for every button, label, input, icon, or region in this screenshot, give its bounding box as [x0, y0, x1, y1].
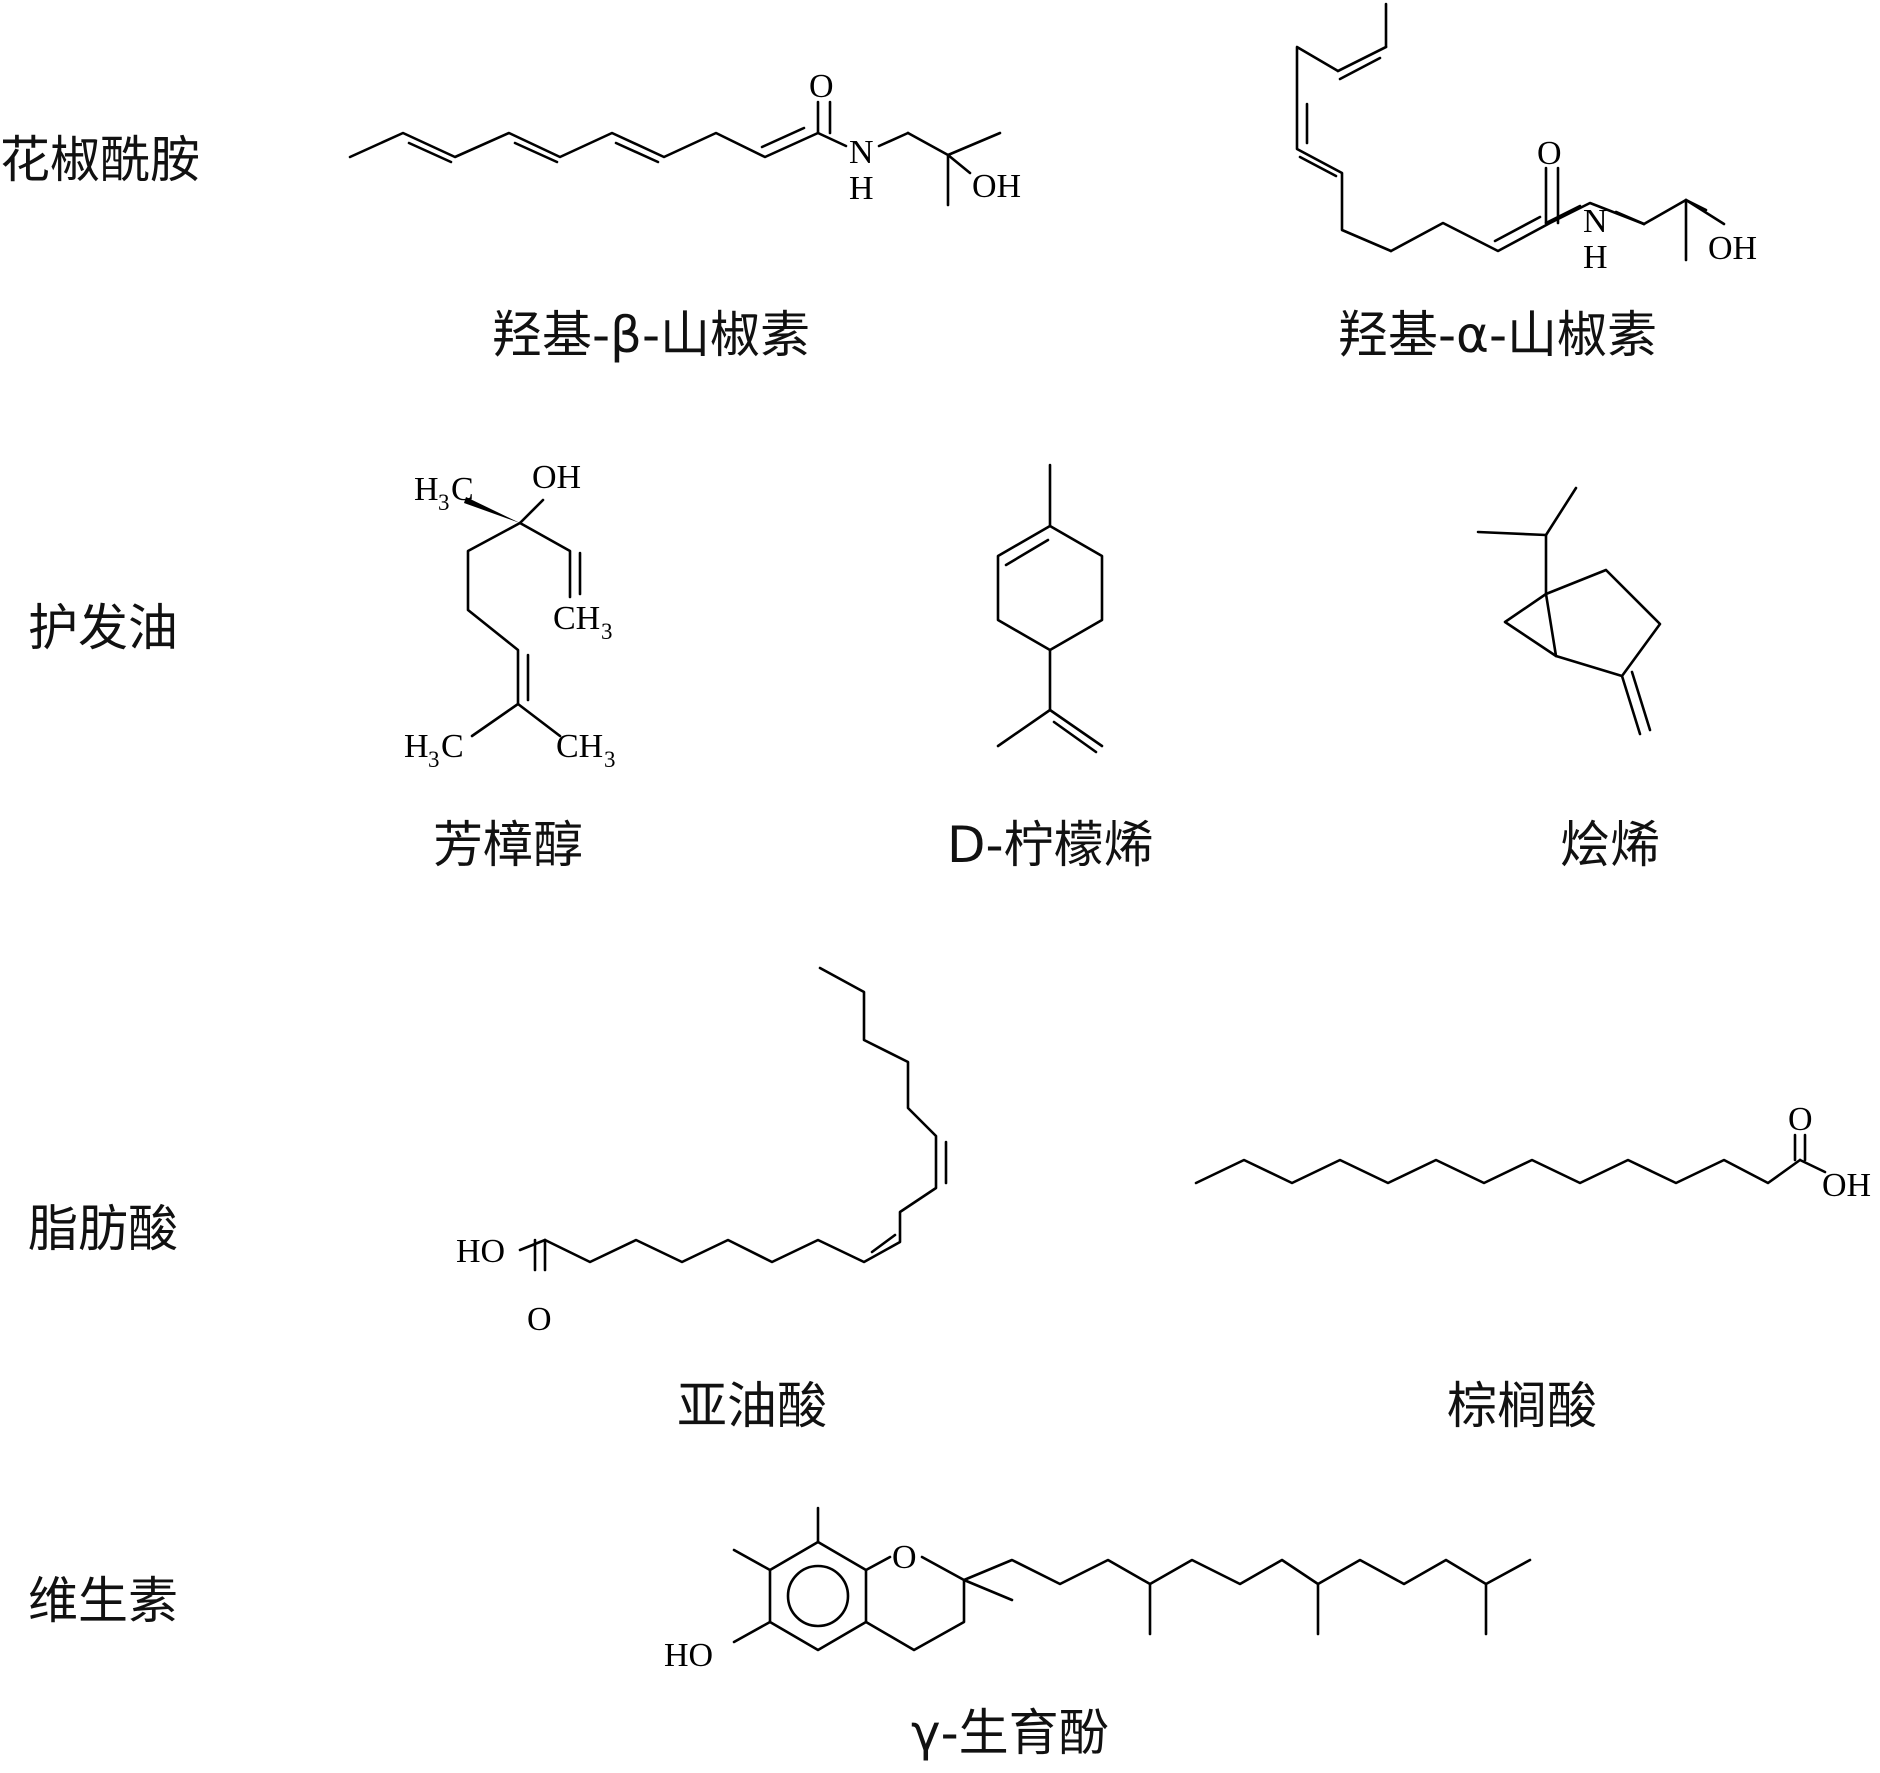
structure-hydroxy-alpha-sanshool: O N H OH [1295, 2, 1757, 276]
atom-CH3: CH [556, 728, 603, 765]
atom-H: H [849, 170, 874, 207]
atom-OH: OH [1822, 1167, 1871, 1204]
compound-name-sabinene: 烩烯 [1560, 816, 1660, 874]
atom-CH3-subscript: 3 [604, 747, 616, 772]
atom-H3C-subscript: 3 [438, 490, 450, 515]
atom-O: O [1788, 1101, 1813, 1138]
atom-H: H [1583, 239, 1608, 276]
structure-linalool: H 3 C OH CH 3 H 3 C CH 3 [404, 459, 616, 772]
atom-CH3: CH [553, 600, 600, 637]
structure-sabinene [1476, 486, 1662, 736]
atom-O: O [809, 68, 834, 105]
category-label-huajiao: 花椒酰胺 [0, 131, 200, 189]
atom-OH: OH [532, 459, 581, 496]
atom-HO: HO [456, 1233, 505, 1270]
compound-name-palmitic-acid: 棕榈酸 [1447, 1377, 1597, 1435]
compound-name-hydroxy-beta-sanshool: 羟基-β-山椒素 [492, 306, 810, 364]
structure-d-limonene [996, 463, 1104, 754]
compound-name-d-limonene: D-柠檬烯 [947, 816, 1154, 874]
atom-O: O [527, 1301, 552, 1338]
atom-H3C-subscript: 3 [428, 747, 440, 772]
compound-name-linalool: 芳樟醇 [433, 816, 583, 874]
atom-H3C: H [414, 471, 439, 508]
category-label-zhifang: 脂肪酸 [28, 1200, 178, 1258]
atom-H3C: H [404, 728, 429, 765]
compound-name-linoleic-acid: 亚油酸 [677, 1377, 827, 1435]
atom-O: O [1537, 135, 1562, 172]
atom-H3C-tail: C [441, 728, 464, 765]
structure-linoleic-acid: HO O [456, 966, 948, 1338]
category-label-hufa: 护发油 [28, 599, 178, 657]
atom-N: N [849, 134, 874, 171]
structure-gamma-tocopherol: O HO [664, 1506, 1532, 1674]
compound-name-hydroxy-alpha-sanshool: 羟基-α-山椒素 [1338, 306, 1657, 364]
atom-OH: OH [972, 168, 1021, 205]
atom-CH3-subscript: 3 [601, 619, 613, 644]
atom-N: N [1583, 203, 1608, 240]
atom-HO: HO [664, 1637, 713, 1674]
atom-OH: OH [1708, 230, 1757, 267]
structure-palmitic-acid: O OH [1194, 1101, 1871, 1204]
atom-H3C-tail: C [451, 471, 474, 508]
atom-O: O [892, 1539, 917, 1576]
compound-name-gamma-tocopherol: γ-生育酚 [911, 1704, 1109, 1762]
category-label-weisheng: 维生素 [28, 1572, 178, 1630]
structure-hydroxy-beta-sanshool: O N H OH [348, 68, 1021, 207]
